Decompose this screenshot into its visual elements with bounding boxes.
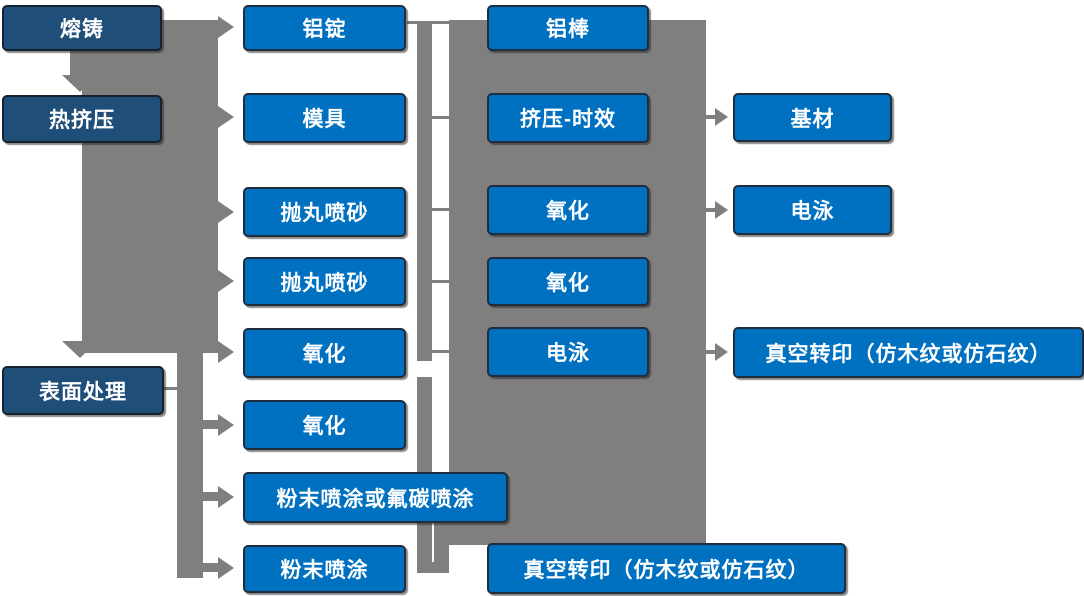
- node-label: 氧化: [546, 271, 590, 295]
- connector-stub-electrophoresis-b: [706, 208, 716, 212]
- node-label: 氧化: [546, 200, 590, 223]
- node-electrophoresis-a: 电泳: [487, 327, 649, 377]
- arrow-to-aluminum-ingot: [218, 16, 234, 38]
- node-powder-coating: 粉末喷涂: [243, 545, 406, 593]
- arrow-to-shot-blast-2: [218, 270, 234, 292]
- link-electrophoresis-a: [432, 350, 449, 353]
- node-oxidation-b: 氧化: [243, 400, 406, 450]
- connector-stub-powder-fluorocarbon: [203, 492, 218, 501]
- connector-stub-substrate: [706, 115, 716, 119]
- link-oxidation-c: [432, 208, 449, 211]
- node-label: 氧化: [302, 343, 347, 366]
- connector-stub-oxidation-b: [203, 420, 218, 429]
- arrow-to-electrophoresis-b: [715, 201, 728, 219]
- node-label: 铝棒: [546, 18, 590, 41]
- node-shot-blast-sandblast-1: 抛丸喷砂: [243, 187, 406, 237]
- connector-lower-rail: [177, 353, 203, 578]
- node-extrusion-aging: 挤压-时效: [487, 93, 649, 143]
- node-hot-extrusion: 热挤压: [2, 95, 162, 143]
- link-surface-treatment-to-rail: [163, 387, 177, 390]
- node-oxidation-c: 氧化: [487, 185, 649, 235]
- node-vacuum-transfer-print-right: 真空转印（仿木纹或仿石纹）: [733, 327, 1084, 378]
- node-aluminum-ingot: 铝锭: [243, 5, 406, 51]
- node-label: 电泳: [546, 342, 590, 365]
- node-vacuum-transfer-print-bottom: 真空转印（仿木纹或仿石纹）: [487, 543, 846, 594]
- arrow-down-to-surface-treatment: [62, 341, 98, 358]
- node-oxidation-a: 氧化: [243, 328, 406, 378]
- link-oxidation-d: [432, 280, 449, 283]
- node-label: 抛丸喷砂: [280, 271, 369, 295]
- arrow-to-shot-blast-1: [218, 201, 234, 223]
- node-label: 模具: [302, 108, 347, 131]
- node-mold: 模具: [243, 93, 406, 143]
- connector-stub-powder: [203, 563, 218, 572]
- node-aluminum-rod: 铝棒: [487, 5, 649, 51]
- connector-stub-vacuum-right: [706, 350, 716, 354]
- node-label: 挤压-时效: [520, 108, 616, 131]
- link-aluminum-ingot-to-rod: [407, 21, 449, 24]
- node-melt-casting: 熔铸: [2, 5, 162, 51]
- node-label: 热挤压: [49, 109, 115, 132]
- node-surface-treatment: 表面处理: [2, 366, 164, 415]
- node-oxidation-d: 氧化: [487, 257, 649, 306]
- node-substrate: 基材: [733, 93, 892, 142]
- arrow-to-oxidation-a: [218, 341, 234, 363]
- node-label: 抛丸喷砂: [280, 202, 369, 225]
- connector-bottom-elbow: [417, 562, 449, 573]
- node-label: 真空转印（仿木纹或仿石纹）: [523, 558, 810, 582]
- arrow-to-powder-fluorocarbon: [218, 486, 234, 508]
- node-label: 氧化: [302, 415, 347, 438]
- connector-col2-col3-rail-upper: [417, 22, 432, 361]
- node-shot-blast-sandblast-2: 抛丸喷砂: [243, 257, 406, 306]
- arrow-to-mold: [218, 106, 234, 128]
- arrow-to-powder: [218, 557, 234, 579]
- link-extrusion-aging: [432, 116, 449, 119]
- node-label: 熔铸: [60, 18, 104, 41]
- connector-bottom-strip: [434, 523, 449, 573]
- node-label: 粉末喷涂: [280, 559, 369, 582]
- arrow-to-vacuum-right: [715, 343, 728, 361]
- connector-stage-neck: [70, 48, 91, 77]
- node-electrophoresis-b: 电泳: [733, 185, 892, 235]
- arrow-to-oxidation-b: [218, 414, 234, 436]
- node-label: 铝锭: [302, 18, 347, 41]
- connector-left-rail-block: [82, 20, 218, 353]
- node-powder-or-fluorocarbon-coating: 粉末喷涂或氟碳喷涂: [243, 472, 508, 523]
- node-label: 电泳: [790, 200, 835, 223]
- arrow-down-to-hot-extrusion: [62, 75, 98, 92]
- node-label: 粉末喷涂或氟碳喷涂: [276, 487, 475, 511]
- node-label: 表面处理: [39, 380, 127, 404]
- arrow-to-substrate: [715, 108, 728, 126]
- node-label: 真空转印（仿木纹或仿石纹）: [765, 342, 1052, 366]
- node-label: 基材: [790, 107, 835, 131]
